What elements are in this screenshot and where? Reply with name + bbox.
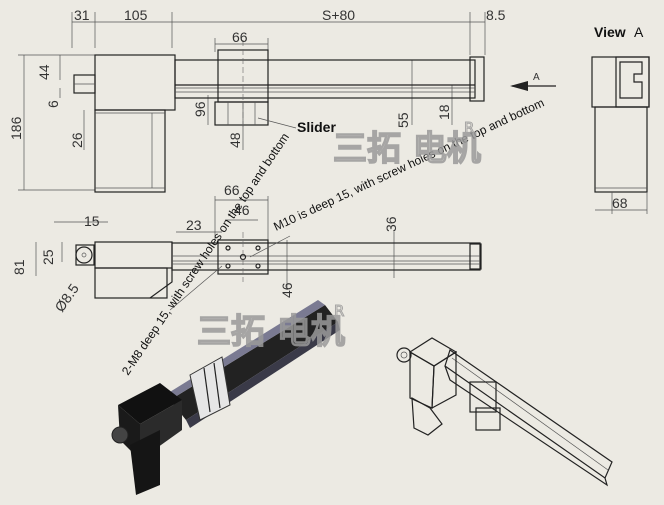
dim-66-plan: 66 xyxy=(224,182,240,198)
dim-105: 105 xyxy=(124,7,148,23)
dim-6: 6 xyxy=(45,100,61,108)
isometric-view-dark xyxy=(111,300,340,495)
dim-15: 15 xyxy=(84,213,100,229)
dim-81: 81 xyxy=(11,259,27,275)
dim-23: 23 xyxy=(186,217,202,233)
view-a-drawing xyxy=(591,56,650,214)
dim-diameter-8-5: Ø8.5 xyxy=(51,281,82,315)
watermark-mark-upper: R xyxy=(464,119,474,137)
dim-31: 31 xyxy=(74,7,90,23)
dim-25: 25 xyxy=(40,249,56,265)
dim-18: 18 xyxy=(436,104,452,120)
view-a-title: View xyxy=(594,24,626,40)
dim-46-plan: 46 xyxy=(234,202,250,218)
dim-s-plus-80: S+80 xyxy=(322,7,355,23)
dim-46-vertical: 46 xyxy=(279,282,295,298)
dim-36: 36 xyxy=(383,216,399,232)
dim-186: 186 xyxy=(8,116,24,140)
dim-66-top: 66 xyxy=(232,29,248,45)
dim-44: 44 xyxy=(36,64,52,80)
watermark-text-upper: 三拓 电机 xyxy=(333,129,481,169)
dim-48: 48 xyxy=(227,132,243,148)
watermark-text-lower: 三拓 电机 xyxy=(197,312,345,352)
slider-label: Slider xyxy=(297,119,336,135)
dim-8-5: 8.5 xyxy=(486,7,506,23)
watermark-mark-lower: R xyxy=(334,302,344,320)
dim-26: 26 xyxy=(69,132,85,148)
elevation-view xyxy=(18,12,556,193)
dim-55: 55 xyxy=(395,112,411,128)
dim-68: 68 xyxy=(612,195,628,211)
arrow-a-label: A xyxy=(533,72,540,83)
dim-96: 96 xyxy=(192,101,208,117)
view-a-letter: A xyxy=(634,24,644,40)
isometric-view-outline xyxy=(396,337,613,487)
watermark: 三拓 电机 R 三拓 电机 R xyxy=(196,119,481,353)
plan-view xyxy=(35,196,482,311)
